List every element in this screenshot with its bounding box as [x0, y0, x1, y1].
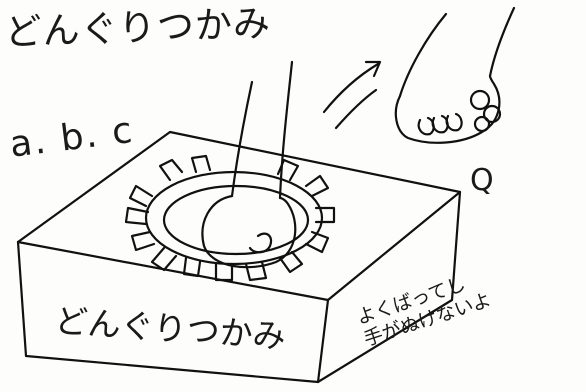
arm-left-edge — [230, 80, 254, 198]
closeup-arm-right — [488, 6, 516, 78]
fist-closeup — [394, 6, 516, 144]
hole-inner — [162, 184, 310, 256]
arm-right-edge — [278, 60, 294, 200]
acorn-1 — [469, 89, 491, 111]
box-hole — [124, 154, 336, 282]
hole-flap — [190, 154, 212, 174]
arm-in-box — [201, 60, 297, 269]
box-top-face — [16, 130, 462, 302]
hole-flap — [314, 206, 336, 224]
closeup-hand — [394, 74, 501, 144]
arrow-line — [322, 62, 380, 114]
hole-flap — [278, 250, 304, 274]
box-left-face — [16, 240, 330, 384]
hole-flap — [244, 260, 268, 282]
hole-flap — [158, 158, 184, 182]
hole-rim — [144, 170, 324, 266]
sketch-title: どんぐりつかみ — [3, 1, 272, 54]
closeup-finger-1 — [417, 116, 435, 136]
arrow-head — [364, 60, 382, 78]
hole-flap — [304, 230, 330, 254]
closeup-finger-3 — [445, 112, 463, 132]
hole-flap — [130, 230, 156, 252]
hole-flap — [214, 262, 234, 282]
acorn-2 — [482, 104, 502, 124]
closeup-arm-left — [398, 12, 448, 98]
hole-flap — [124, 206, 150, 226]
closeup-finger-2 — [431, 114, 449, 134]
hole-flap — [304, 174, 330, 198]
acorn-3 — [473, 115, 491, 133]
fist — [201, 194, 297, 269]
question-marker: Q — [470, 163, 494, 198]
box-right-face — [316, 190, 462, 384]
arrow-line-secondary — [334, 88, 378, 130]
fist-knuckle-line — [248, 232, 273, 254]
hole-flap — [182, 256, 202, 278]
hole-flap — [150, 246, 178, 272]
hole-flap — [128, 184, 154, 208]
